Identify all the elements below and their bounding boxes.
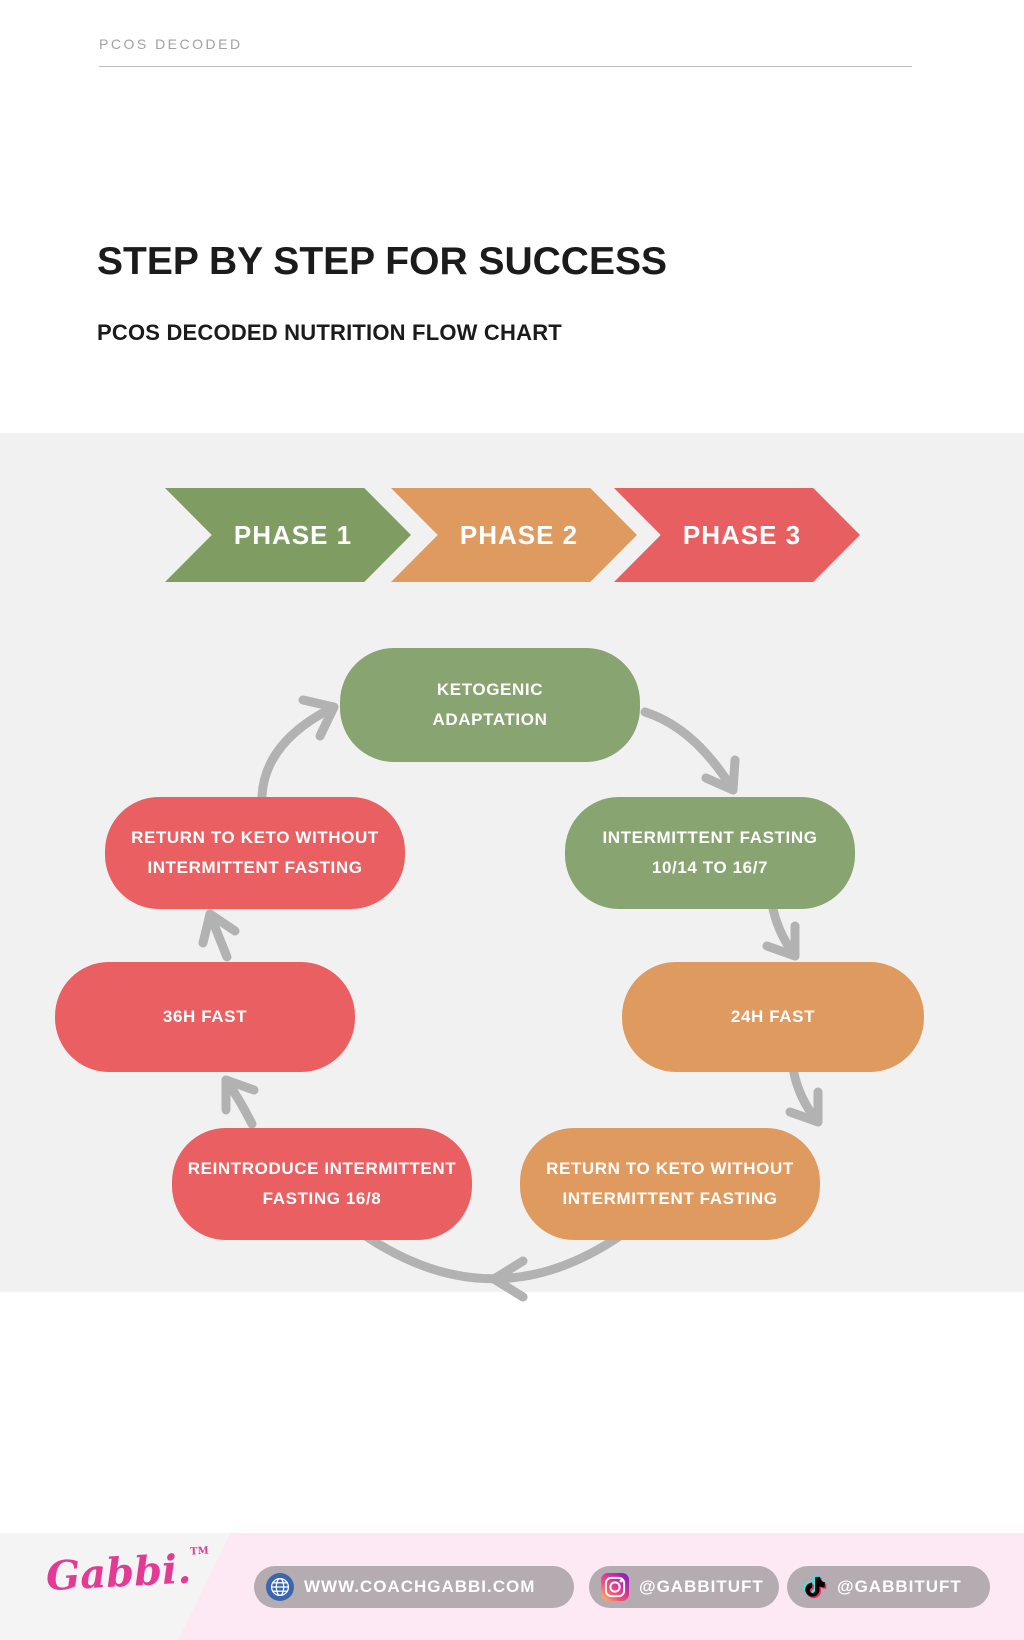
- website-url: WWW.COACHGABBI.COM: [304, 1577, 536, 1596]
- flow-node-ketogenic-adaptation: KETOGENIC ADAPTATION: [340, 648, 640, 762]
- node-line: FASTING 16/8: [262, 1189, 382, 1208]
- instagram-pill: @GABBITUFT: [589, 1566, 779, 1608]
- phase-3-label: PHASE 3: [682, 519, 802, 550]
- page-subtitle: PCOS DECODED NUTRITION FLOW CHART: [97, 320, 562, 345]
- tiktok-pill: @GABBITUFT: [787, 1566, 990, 1608]
- instagram-handle: @GABBITUFT: [639, 1577, 764, 1596]
- globe-icon: [266, 1573, 294, 1601]
- node-line: 10/14 TO 16/7: [651, 858, 769, 877]
- page-title: STEP BY STEP FOR SUCCESS: [97, 240, 667, 283]
- node-line: INTERMITTENT FASTING: [562, 1189, 778, 1208]
- phase-2-chevron: PHASE 2: [391, 488, 637, 582]
- node-line: RETURN TO KETO WITHOUT: [131, 828, 379, 847]
- node-line: KETOGENIC: [436, 680, 544, 699]
- flow-node-return-to-keto-orange: RETURN TO KETO WITHOUT INTERMITTENT FAST…: [520, 1128, 820, 1240]
- flow-node-return-to-keto-red: RETURN TO KETO WITHOUT INTERMITTENT FAST…: [105, 797, 405, 909]
- node-line: ADAPTATION: [432, 710, 548, 729]
- website-pill: WWW.COACHGABBI.COM: [254, 1566, 574, 1608]
- node-line: 36H FAST: [162, 1007, 248, 1026]
- instagram-icon: [601, 1573, 629, 1601]
- node-line: INTERMITTENT FASTING: [147, 858, 363, 877]
- flow-node-reintroduce-if: REINTRODUCE INTERMITTENT FASTING 16/8: [172, 1128, 472, 1240]
- node-line: REINTRODUCE INTERMITTENT: [187, 1159, 457, 1178]
- phase-1-label: PHASE 1: [233, 519, 353, 550]
- tiktok-icon: [803, 1573, 827, 1601]
- flow-node-24h-fast: 24H FAST: [622, 962, 924, 1072]
- trademark-symbol: TM: [189, 1545, 209, 1558]
- brand-header: PCOS DECODED: [99, 36, 243, 52]
- node-line: RETURN TO KETO WITHOUT: [546, 1159, 794, 1178]
- flow-node-36h-fast: 36H FAST: [55, 962, 355, 1072]
- phase-2-label: PHASE 2: [459, 519, 579, 550]
- node-line: 24H FAST: [730, 1007, 816, 1026]
- flow-node-intermittent-fasting: INTERMITTENT FASTING 10/14 TO 16/7: [565, 797, 855, 909]
- header-divider: [99, 66, 912, 67]
- node-line: INTERMITTENT FASTING: [602, 828, 818, 847]
- gabbi-logo: Gabbi.TM: [45, 1546, 209, 1601]
- tiktok-handle: @GABBITUFT: [837, 1577, 962, 1596]
- gabbi-logo-text: Gabbi.: [44, 1545, 193, 1601]
